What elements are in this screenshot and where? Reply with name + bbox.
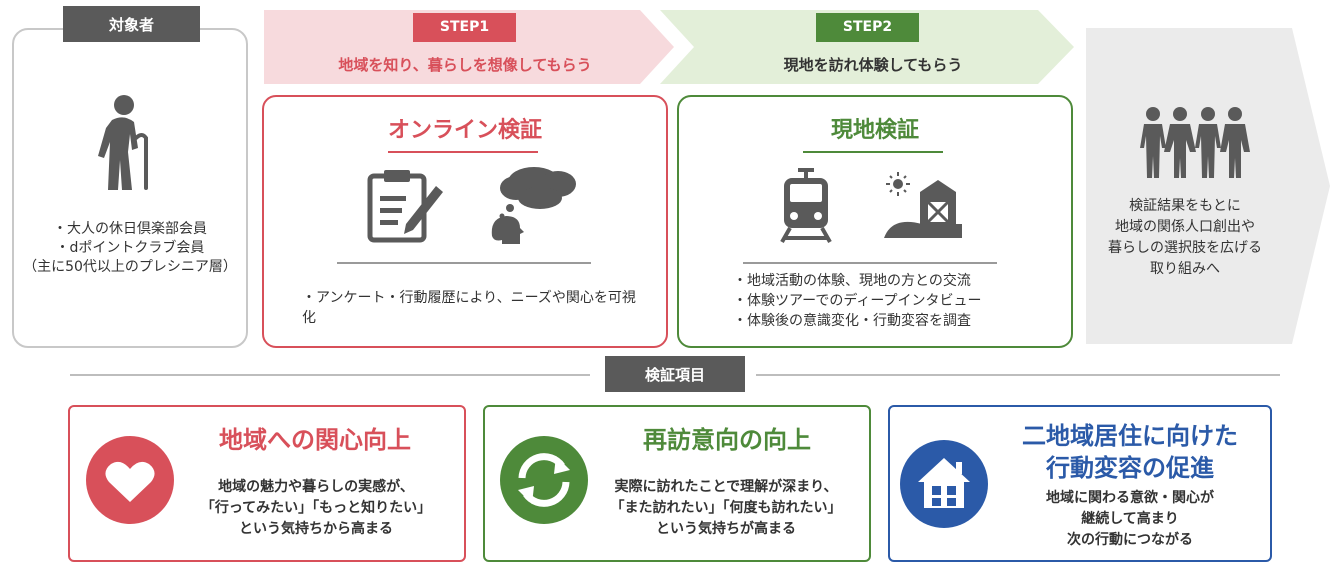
elderly-person-icon [98,95,148,190]
result-line-4: 取り組みへ [1150,261,1220,277]
result-arrow [1086,28,1330,344]
group-people-icon [1140,107,1250,178]
field-verification-card [677,95,1073,348]
item-interest-desc-3: という気持ちから高まる [239,521,393,537]
item-revisit-desc-3: という気持ちが高まる [656,521,796,537]
field-body-line-3: ・体験後の意識変化・行動変容を調査 [733,313,971,329]
thinking-head-icon [491,167,576,244]
item-dual-residence-title-1: 二地域居住に向けた [1022,422,1238,450]
item-dual-residence-desc-1: 地域に関わる意欲・関心が [1046,490,1214,506]
item-dual-residence-title: 二地域居住に向けた 行動変容の促進 [996,420,1264,484]
item-revisit-desc: 実際に訪れたことで理解が深まり、 「また訪れたい」「何度も訪れたい」 という気持… [590,477,862,540]
step1-badge: STEP1 [413,13,516,42]
step2-subtitle: 現地を訪れ体験してもらう [783,56,963,74]
online-card-body: ・アンケート・行動履歴により、ニーズや関心を可視化 [302,290,636,326]
item-revisit-desc-2: 「また訪れたい」「何度も訪れたい」 [610,500,842,516]
field-card-title: 現地検証 [830,118,919,143]
train-icon [780,168,832,243]
step2-banner [660,10,1074,84]
online-divider [337,262,591,264]
online-card-title: オンライン検証 [387,118,542,143]
online-title-underline [388,151,538,153]
field-body-line-1: ・地域活動の体験、現地の方との交流 [733,273,971,289]
step2-badge: STEP2 [816,13,919,42]
refresh-cycle-icon [518,453,570,507]
verification-label: 検証項目 [605,356,745,392]
target-label: 対象者 [63,6,200,42]
target-line-2: ・dポイントクラブ会員 [55,240,205,256]
item-revisit-box [483,405,871,562]
verification-rule-left [70,374,590,376]
item-interest-desc-2: 「行ってみたい」「もっと知りたい」 [200,500,432,516]
field-title-underline [803,151,943,153]
result-line-3: 暮らしの選択肢を広げる [1108,240,1262,256]
verification-rule-right [756,374,1280,376]
item-revisit-desc-1: 実際に訪れたことで理解が深まり、 [614,479,838,495]
result-line-1: 検証結果をもとに [1129,198,1241,214]
target-description: ・大人の休日倶楽部会員 ・dポイントクラブ会員 （主に50代以上のプレシニア層） [12,220,248,277]
item-interest-desc-1: 地域の魅力や暮らしの実感が、 [218,479,414,495]
step1-banner [264,10,674,84]
item-revisit-title: 再訪意向の向上 [643,426,811,454]
heart-icon [105,461,155,502]
house-icon [918,458,970,508]
step1-subtitle: 地域を知り、暮らしを想像してもらう [338,56,592,74]
field-divider [743,262,997,264]
item-interest-desc: 地域の魅力や暮らしの実感が、 「行ってみたい」「もっと知りたい」 という気持ちか… [180,477,452,540]
item-dual-residence-desc-3: 次の行動につながる [1067,532,1193,548]
target-line-3: （主に50代以上のプレシニア層） [23,259,237,275]
result-description: 検証結果をもとに 地域の関係人口創出や 暮らしの選択肢を広げる 取り組みへ [1092,196,1278,280]
item-dual-residence-desc: 地域に関わる意欲・関心が 継続して高まり 次の行動につながる [996,488,1264,551]
refresh-icon-circle [500,436,588,524]
clipboard-pen-icon [367,170,443,243]
field-body-line-2: ・体験ツアーでのディープインタビュー [733,293,982,309]
online-verification-card [262,95,668,348]
item-interest-title: 地域への関心向上 [219,426,411,454]
barn-landscape-icon [884,172,962,238]
item-dual-residence-desc-2: 継続して高まり [1081,511,1179,527]
item-interest-box [68,405,466,562]
result-line-2: 地域の関係人口創出や [1115,219,1255,235]
item-dual-residence-title-2: 行動変容の促進 [1046,454,1214,482]
target-line-1: ・大人の休日倶楽部会員 [53,221,207,237]
field-card-body: ・地域活動の体験、現地の方との交流 ・体験ツアーでのディープインタビュー ・体験… [733,271,1053,331]
